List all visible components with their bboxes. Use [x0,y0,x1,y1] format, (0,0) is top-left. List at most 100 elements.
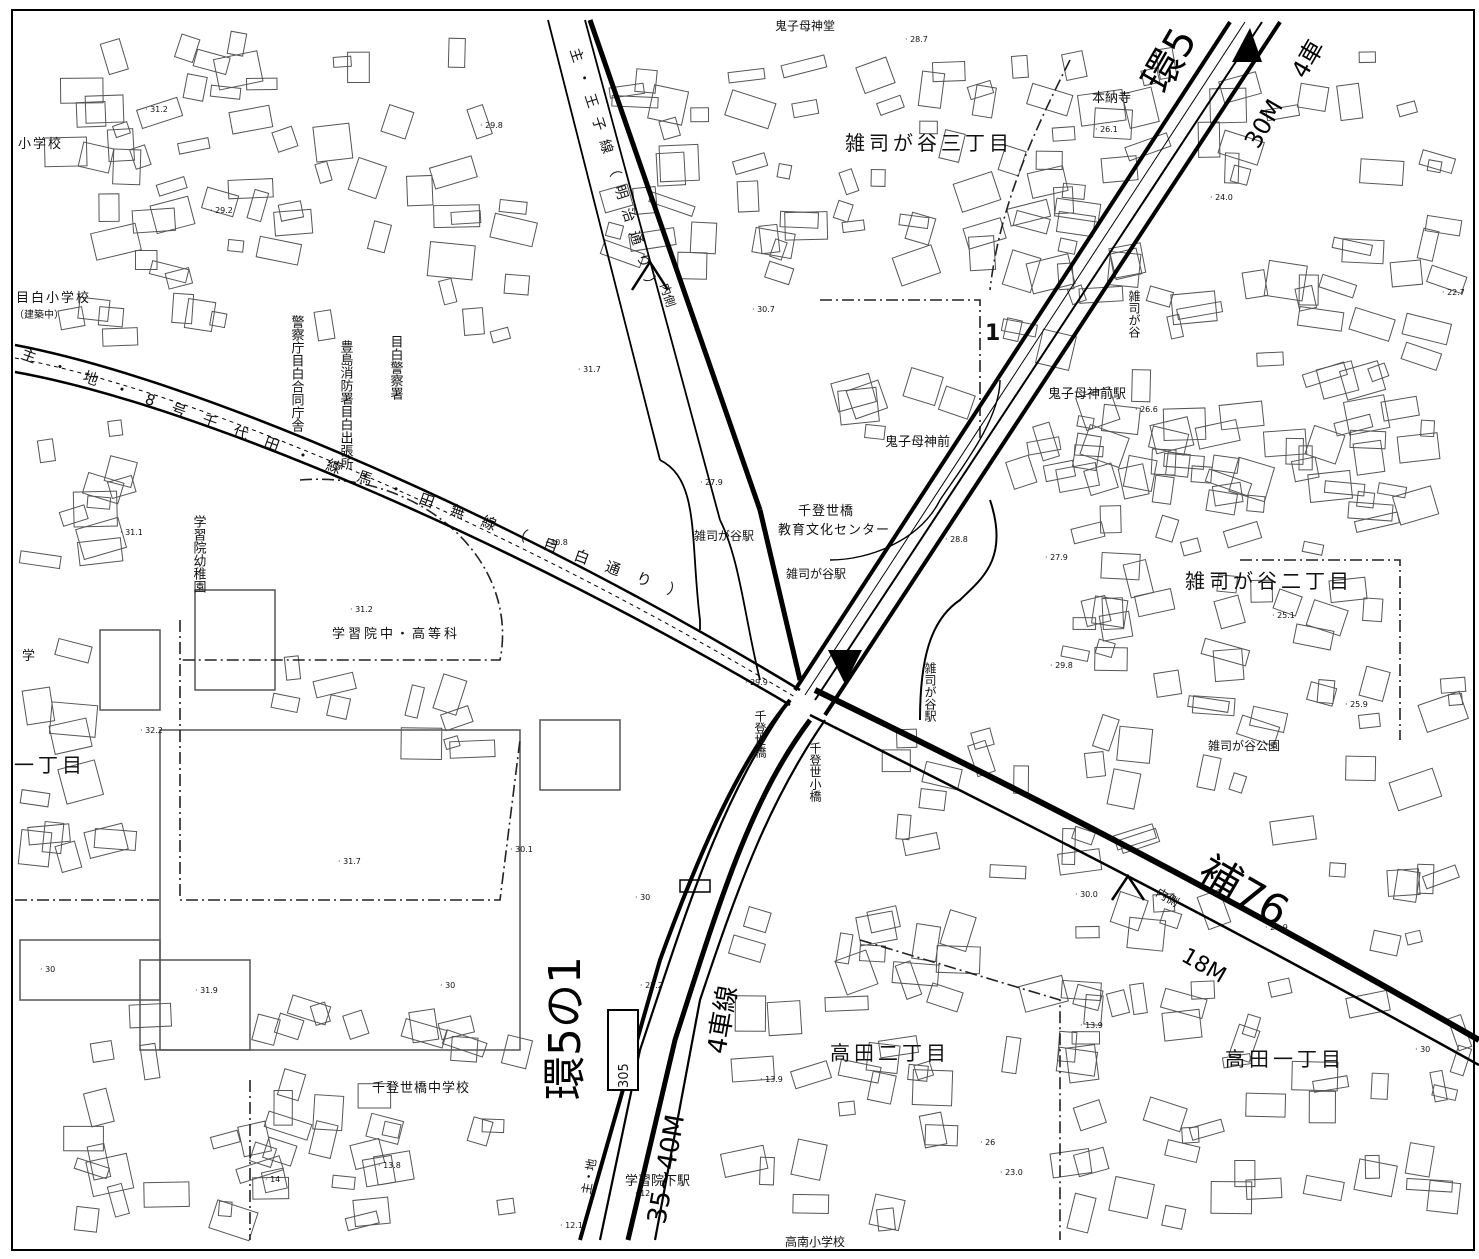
label-mejiro-school: 目白小学校 [16,290,91,306]
elevation-value: · 30 [1415,1045,1430,1054]
building-outline [77,296,111,322]
building-outline [952,170,1002,213]
building-outline [1328,576,1368,604]
building-outline [149,195,196,235]
label-zoshigaya-vertical: 雑司が谷 [1127,289,1141,339]
building-outline [1133,588,1176,618]
building-outline [1316,679,1336,705]
meiji-dori-road [547,19,803,681]
building-outline [128,1002,173,1029]
building-outline [1057,237,1078,255]
building-outline [200,186,240,218]
building-outline [361,1154,397,1188]
elevation-value: · 25.1 [1272,611,1295,620]
building-outline [86,495,112,510]
label-kindergarten: 学習院幼稚園 [191,514,207,593]
building-outline [967,235,997,272]
building-outline [877,1035,920,1059]
building-outline [462,307,485,337]
elevation-value: · 24.0 [1210,193,1233,202]
elevation-value: · 26.1 [1095,125,1118,134]
building-outline [73,1205,100,1233]
kan5no1-road [578,698,826,1241]
building-outline [496,1197,516,1216]
building-outline [891,244,942,287]
building-outline [845,379,889,420]
building-outline [1308,1090,1336,1124]
building-outline [308,1120,339,1160]
building-outline [731,152,769,176]
building-outline [1353,1158,1398,1198]
building-outline [1245,1177,1283,1200]
building-outline [1121,86,1160,130]
building-outline [1348,306,1396,342]
elevation-value: · 31.1 [120,528,143,537]
building-outline [273,1012,305,1041]
building-outline [263,1110,313,1141]
building-outline [1049,1148,1093,1179]
building-outline [503,273,531,296]
building-outline [89,222,142,261]
building-outline [1285,437,1304,465]
building-outline [1098,610,1134,642]
building-outline [1331,236,1374,257]
elevation-value: · 27.2 [640,981,663,990]
district-takada2: 高田二丁目 [830,1041,950,1065]
building-outline [901,832,941,857]
building-outline [1241,1013,1262,1039]
building-outline [347,156,388,200]
building-outline [835,932,854,965]
building-outline [1026,165,1069,199]
building-outline [143,1181,190,1208]
building-outline [85,1152,135,1198]
building-outline [647,84,690,126]
building-outline [1228,772,1248,794]
building-outline [734,995,767,1032]
building-outline [1012,209,1051,235]
campus-outline [19,939,161,1001]
building-outline [1055,461,1101,494]
building-outline [1076,88,1127,127]
label-konan-school: 高南小学校 [785,1234,845,1249]
building-outline [1356,490,1376,509]
building-outline [789,1060,833,1090]
kan5-arrow-up [1232,28,1262,62]
building-outline [1162,407,1207,441]
building-outline [1328,862,1347,878]
building-outline [727,934,767,964]
building-outline [1256,351,1285,367]
building-outline [1154,46,1178,80]
building-outline [938,129,966,163]
building-outline [658,143,700,183]
building-outline [212,50,264,91]
building-outline [719,1144,769,1178]
label-kishimojin-station: 鬼子母神前駅 [1048,386,1126,402]
building-outline [228,104,274,135]
elevation-points: · 28.7· 31.2· 29.2· 29.8· 26.1· 24.0· 22… [40,35,1465,1230]
building-outline [1302,1174,1345,1202]
building-outline [1105,989,1131,1018]
building-outline [791,98,820,119]
building-outline [139,1042,161,1081]
building-outline [134,249,158,271]
building-outline [489,212,538,248]
building-outline [881,749,911,773]
building-outline [1094,646,1128,672]
building-outline [1060,979,1102,1002]
building-outline [481,1118,505,1134]
elevation-value: · 31.2 [145,105,168,114]
building-outline [1391,485,1440,526]
building-outline [971,84,997,119]
building-outline [1101,597,1125,631]
building-outline [106,128,136,163]
building-outline [758,1156,775,1186]
building-outline [1323,480,1366,497]
label-gaku: 学 [22,648,35,664]
building-outline [1333,413,1374,437]
building-outline [1298,445,1313,471]
building-outline [1216,574,1239,594]
label-education-center-2: 教育文化センター [778,522,890,538]
building-outline [1218,400,1265,431]
elevation-value: · 25.9 [1345,700,1368,709]
